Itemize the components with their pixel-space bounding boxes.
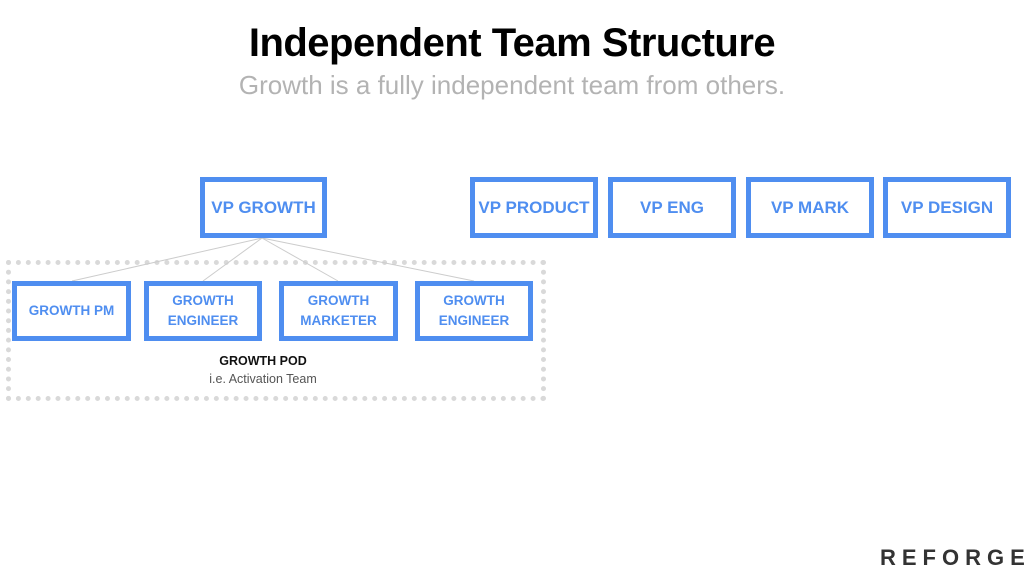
growth-engineer-1-line2: ENGINEER	[167, 313, 239, 328]
growth-pod-sublabel: i.e. Activation Team	[209, 372, 317, 386]
connector-growth-engineer-1	[202, 237, 263, 282]
vp-eng-label: VP ENG	[640, 197, 704, 217]
growth-marketer-line1: GROWTH	[307, 293, 370, 308]
growth-engineer-label-2: GROWTH ENGINEER	[439, 291, 510, 331]
growth-pod-label: GROWTH POD	[219, 354, 307, 368]
growth-engineer-2-line2: ENGINEER	[438, 313, 510, 328]
growth-pod-container	[6, 260, 546, 401]
slide-title: Independent Team Structure	[248, 21, 776, 65]
connector-growth-pm	[71, 237, 263, 282]
vp-mark-box: VP MARK	[746, 177, 874, 238]
slide-subtitle: Growth is a fully independent team from …	[238, 70, 786, 100]
vp-eng-box: VP ENG	[608, 177, 736, 238]
vp-growth-box: VP GROWTH	[200, 177, 327, 238]
growth-pm-label: GROWTH PM	[28, 303, 115, 318]
vp-mark-label: VP MARK	[770, 197, 850, 217]
vp-product-box: VP PRODUCT	[470, 177, 598, 238]
vp-design-label: VP DESIGN	[900, 197, 994, 217]
connector-growth-marketer	[261, 237, 339, 282]
vp-growth-label: VP GROWTH	[211, 197, 316, 217]
vp-design-box: VP DESIGN	[883, 177, 1011, 238]
growth-pm-box: GROWTH PM	[12, 281, 131, 341]
growth-marketer-box: GROWTH MARKETER	[279, 281, 398, 341]
growth-marketer-line2: MARKETER	[300, 313, 377, 328]
vp-product-label: VP PRODUCT	[478, 197, 590, 217]
growth-engineer-1-line1: GROWTH	[172, 293, 234, 308]
growth-engineer-box-1: GROWTH ENGINEER	[144, 281, 262, 341]
growth-engineer-label-1: GROWTH ENGINEER	[168, 291, 239, 331]
growth-marketer-label: GROWTH MARKETER	[300, 291, 377, 331]
reforge-logo: REFORGE	[880, 545, 1024, 570]
connector-growth-engineer-2	[261, 237, 475, 282]
growth-engineer-box-2: GROWTH ENGINEER	[415, 281, 533, 341]
growth-engineer-2-line1: GROWTH	[443, 293, 505, 308]
